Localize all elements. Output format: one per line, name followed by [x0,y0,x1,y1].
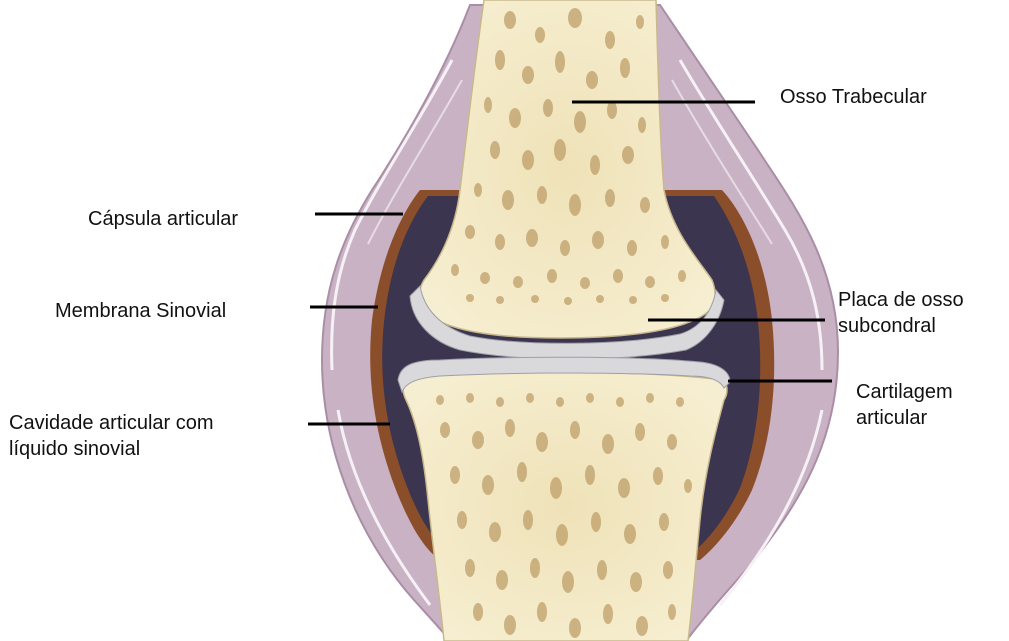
label-cavidade-articular: Cavidade articular com líquido sinovial [9,410,214,462]
label-membrana-sinovial: Membrana Sinovial [55,298,226,324]
label-cartilagem-line-2: articular [856,405,953,431]
label-placa-line-2: subcondral [838,313,964,339]
label-cavidade-line-1: Cavidade articular com [9,410,214,436]
label-cartilagem-line-1: Cartilagem [856,379,953,405]
label-cavidade-line-2: líquido sinovial [9,436,214,462]
label-cartilagem-articular: Cartilagem articular [856,379,953,431]
label-placa-osso-subcondral: Placa de osso subcondral [838,287,964,339]
label-placa-line-1: Placa de osso [838,287,964,313]
label-osso-trabecular: Osso Trabecular [780,84,927,110]
lower-bone [403,372,727,641]
label-capsula-articular: Cápsula articular [88,206,238,232]
